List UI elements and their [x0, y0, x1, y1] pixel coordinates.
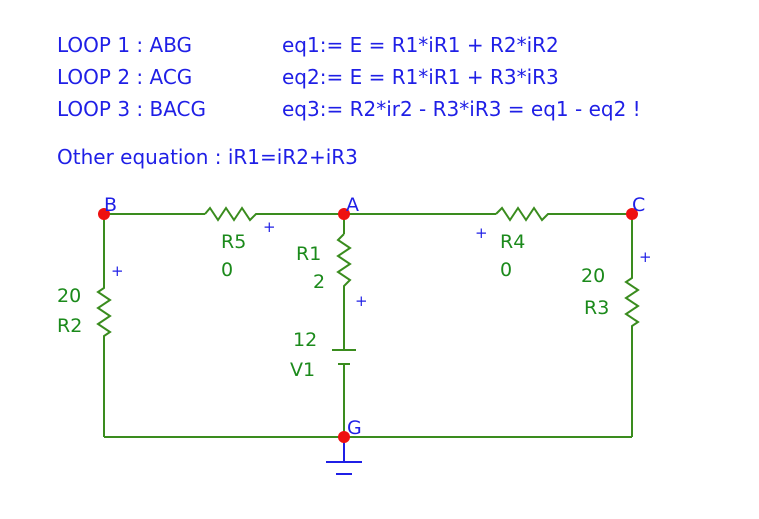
node-label-c: C — [632, 194, 645, 216]
r4-plus: + — [475, 224, 488, 242]
r1-value: 2 — [313, 271, 325, 293]
r5-value: 0 — [221, 259, 233, 281]
resistor-r5 — [204, 206, 261, 222]
r2-plus: + — [111, 262, 124, 280]
r3-name: R3 — [584, 297, 609, 319]
loop3-equation: eq3:= R2*ir2 - R3*iR3 = eq1 - eq2 ! — [282, 97, 641, 121]
resistor-r4 — [495, 206, 570, 222]
resistor-r3 — [624, 262, 640, 342]
loop1-label: LOOP 1 : ABG — [57, 33, 192, 57]
other-equation: Other equation : iR1=iR2+iR3 — [57, 145, 358, 169]
loop2-equation: eq2:= E = R1*iR1 + R3*iR3 — [282, 65, 559, 89]
r1-name: R1 — [296, 243, 321, 265]
v1-name: V1 — [290, 359, 315, 381]
wires — [103, 213, 633, 438]
node-label-g: G — [347, 417, 362, 439]
node-dot-b — [98, 208, 110, 220]
loop2-label: LOOP 2 : ACG — [57, 65, 192, 89]
r3-plus: + — [639, 248, 652, 266]
r2-name: R2 — [57, 315, 82, 337]
voltage-source-v1 — [332, 349, 356, 365]
resistor-r2 — [96, 260, 112, 356]
node-label-b: B — [104, 194, 117, 216]
r4-value: 0 — [500, 259, 512, 281]
resistor-r1 — [336, 233, 352, 290]
r4-name: R4 — [500, 231, 525, 253]
node-label-a: A — [346, 194, 359, 216]
r1-plus: + — [355, 292, 368, 310]
r3-value: 20 — [581, 265, 605, 287]
r5-plus: + — [263, 218, 276, 236]
node-dot-a — [338, 208, 350, 220]
equation-block: LOOP 1 : ABG eq1:= E = R1*iR1 + R2*iR2 L… — [57, 33, 641, 169]
r5-name: R5 — [221, 231, 246, 253]
r2-value: 20 — [57, 285, 81, 307]
node-dot-g — [338, 431, 350, 443]
loop1-equation: eq1:= E = R1*iR1 + R2*iR2 — [282, 33, 559, 57]
loop3-label: LOOP 3 : BACG — [57, 97, 206, 121]
v1-value: 12 — [293, 329, 317, 351]
node-dot-c — [626, 208, 638, 220]
